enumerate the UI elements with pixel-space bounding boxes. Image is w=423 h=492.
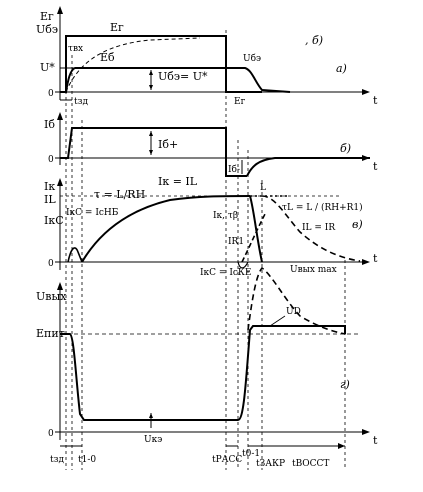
label-tzakr: tЗАКР (256, 459, 285, 469)
panel-a-t-label: t (373, 94, 378, 107)
panel-c-y-arrow (57, 178, 63, 186)
panel-d: Uвых Eпит Uвых max UD Uкэ 0 t г) (36, 265, 378, 447)
panel-c-ikc-ke: IкC = IсКЕ (200, 268, 251, 278)
panel-a-tag-b: , б) (305, 34, 323, 47)
label-t01: t0-1 (242, 449, 260, 459)
panel-c-iksce-dip (237, 261, 249, 269)
bracket-tvosst-arrow (338, 443, 345, 449)
panel-c-ik-eq-il: Iк = IL (158, 175, 198, 188)
panel-d-uke-arrow-up (149, 413, 153, 418)
panel-d-uout-overshoot (247, 266, 346, 335)
panel-c-tag: в) (352, 218, 363, 231)
panel-a-y-arrow (57, 6, 63, 14)
panel-c-ikc-spike (67, 247, 83, 263)
panel-c-ik-rise (81, 195, 251, 263)
panel-b-y-arrow (57, 112, 63, 120)
panel-a-ube-arrow-down (149, 85, 153, 90)
panel-b-tag: б) (340, 142, 351, 155)
panel-c-il-eq-ir: IL = IR (302, 223, 335, 233)
panel-a-ustar: U* (40, 61, 55, 74)
panel-a-y-label-bottom: Uбэ (36, 23, 58, 36)
panel-c-y-label-2: IL (44, 193, 56, 206)
panel-a-ube: Uбэ (243, 53, 261, 64)
panel-c: Iк IL IкC IкC = IсНБ τ = L/RН Iк = IL Iк… (44, 175, 378, 278)
label-tzd: tзд (50, 455, 65, 465)
panel-c-ik-fall (249, 195, 263, 263)
panel-b-zero: 0 (48, 155, 54, 165)
panel-d-ud-pointer (269, 315, 286, 327)
panel-b-ibplus: Iб+ (158, 138, 178, 151)
panel-c-ir1: IR1 (228, 237, 244, 247)
panel-a-curve-eg: Eг (110, 21, 124, 34)
panel-c-ir1-rise (241, 211, 267, 263)
panel-b-ibminus: Iб- (228, 164, 240, 175)
panel-b-ib-recovery (246, 157, 370, 177)
panel-a-t-arrow (362, 89, 370, 95)
panel-d-y-label: Uвых (36, 290, 67, 303)
panel-b-ibplus-arrow-up (149, 131, 153, 136)
panel-c-il-decay (261, 195, 361, 262)
panel-a-eg-pulse (60, 35, 262, 93)
panel-c-zero: 0 (48, 259, 54, 269)
panel-d-uout-trace (60, 325, 346, 421)
panel-a-tag: а) (336, 62, 347, 75)
panel-a-tau-in: τвх (68, 44, 83, 54)
panel-a-ube-curve (60, 67, 291, 93)
panel-c-ik-tau: Iк, τβ (213, 211, 238, 221)
panel-d-uout-max: Uвых max (290, 265, 337, 275)
panel-a-y-label-top: Eг (40, 10, 54, 23)
panel-c-l: L (260, 183, 266, 193)
panel-a-curve-eb: Eб (100, 51, 115, 64)
panel-b-t-label: t (373, 160, 378, 173)
label-tvosst: tВОССТ (292, 459, 329, 469)
panel-a-eb-curve (65, 37, 201, 93)
panel-b: Iб Iб+ Iб- 0 t б) (44, 112, 378, 177)
panel-c-y-label-3: IкC (44, 214, 64, 227)
panel-c-tau-eq: τ = L/RН (94, 188, 145, 201)
panel-a-zero: 0 (48, 89, 54, 99)
panel-c-ikc-eq: IкC = IсНБ (66, 208, 119, 218)
panel-d-t-label: t (373, 434, 378, 447)
panel-b-y-label: Iб (44, 118, 55, 131)
label-t10: t1-0 (78, 455, 96, 465)
time-interval-labels: tзд t1-0 tРАСС t0-1 tЗАКР tВОССТ (50, 443, 345, 469)
panel-d-y-arrow (57, 282, 63, 290)
panel-a-ube-arrow-up (149, 70, 153, 75)
panel-b-ibplus-arrow-down (149, 150, 153, 155)
panel-c-t-label: t (373, 252, 378, 265)
panel-d-zero: 0 (48, 429, 54, 439)
panel-a-ube-eq: Uбэ= U* (158, 70, 208, 83)
panel-d-ud: UD (286, 307, 301, 317)
panel-b-ib-pulse (60, 127, 247, 177)
time-guide-lines (65, 30, 346, 470)
panel-c-y-label-1: Iк (44, 180, 55, 193)
panel-c-t-arrow (362, 259, 370, 265)
label-trass: tРАСС (212, 455, 242, 465)
panel-d-tag: г) (340, 378, 350, 391)
panel-d-t-arrow (362, 429, 370, 435)
panel-a: Eг Uбэ Eг Eб τвх U* Uбэ Uбэ= U* Eг tзд 0… (36, 6, 378, 107)
panel-d-epit: Eпит (36, 327, 65, 340)
panel-a-eg-neg: Eг (234, 97, 246, 107)
panel-a-tzd: tзд (74, 97, 89, 107)
panel-d-uke: Uкэ (144, 435, 162, 445)
panel-c-tau-l-eq: τL = L / (RН+R1) (282, 202, 363, 213)
